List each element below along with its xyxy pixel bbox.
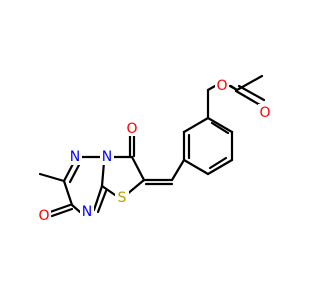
bond-benzene-2	[206, 116, 234, 134]
bond-benzene-inner-2	[208, 156, 228, 170]
bond-triazine-carbonyl-2	[50, 207, 74, 218]
molecule-structure: O O O O N N N S	[37, 74, 272, 224]
bond-triazine-n-c-bridge-1	[92, 184, 104, 212]
n-1-bg	[68, 149, 82, 165]
bond-triazine-c-c	[62, 179, 74, 207]
bond-benzene-5	[182, 158, 210, 176]
bond-acetyl-c-carbonyl-1	[234, 89, 262, 107]
bond-benzene-7	[182, 116, 210, 134]
bond-thiazol-c2-c3	[130, 155, 146, 182]
o-ester-label: O	[216, 78, 227, 94]
molecule-canvas: O O O O N N N S	[37, 74, 272, 224]
o-triazine-bg	[37, 207, 51, 223]
n-3-bg	[80, 204, 94, 220]
bond-triazine-c-n	[70, 203, 82, 214]
o-thiazol-bg	[125, 120, 139, 136]
o-carbonyl-triazine-label: O	[38, 208, 49, 224]
s-1-label: S	[118, 190, 127, 206]
o-acetyl-bg	[258, 104, 272, 120]
bond-triazine-methyl	[38, 172, 66, 183]
bond-ring-to-ch	[170, 158, 186, 182]
bond-acetyl-c-carbonyl-2	[237, 84, 266, 102]
bond-triazine-n-c-2	[68, 163, 81, 184]
o-ester-bg	[215, 77, 229, 93]
bond-layer	[38, 74, 266, 218]
n-2-label: N	[102, 149, 112, 165]
bond-ester-o-ring	[206, 84, 217, 92]
bond-ester-o-acetyl	[229, 84, 239, 92]
n-3-label: N	[82, 204, 92, 220]
atom-label-layer: O O O O N N N S	[37, 77, 272, 224]
o-carbonyl-acetyl-label: O	[259, 105, 270, 121]
n-1-label: N	[70, 149, 80, 165]
bond-triazine-carbonyl-1	[48, 203, 72, 214]
bond-triazine-n-c-bridge-2	[96, 189, 108, 214]
n-2-bg	[100, 149, 114, 165]
bond-thiazol-c-n	[100, 160, 106, 188]
bond-benzene-4	[206, 158, 234, 176]
o-carbonyl-thiazol-label: O	[126, 121, 137, 137]
s-bg	[115, 189, 129, 205]
bond-benzene-inner-1	[210, 121, 230, 135]
bond-triazine-n-c-1	[62, 160, 76, 183]
